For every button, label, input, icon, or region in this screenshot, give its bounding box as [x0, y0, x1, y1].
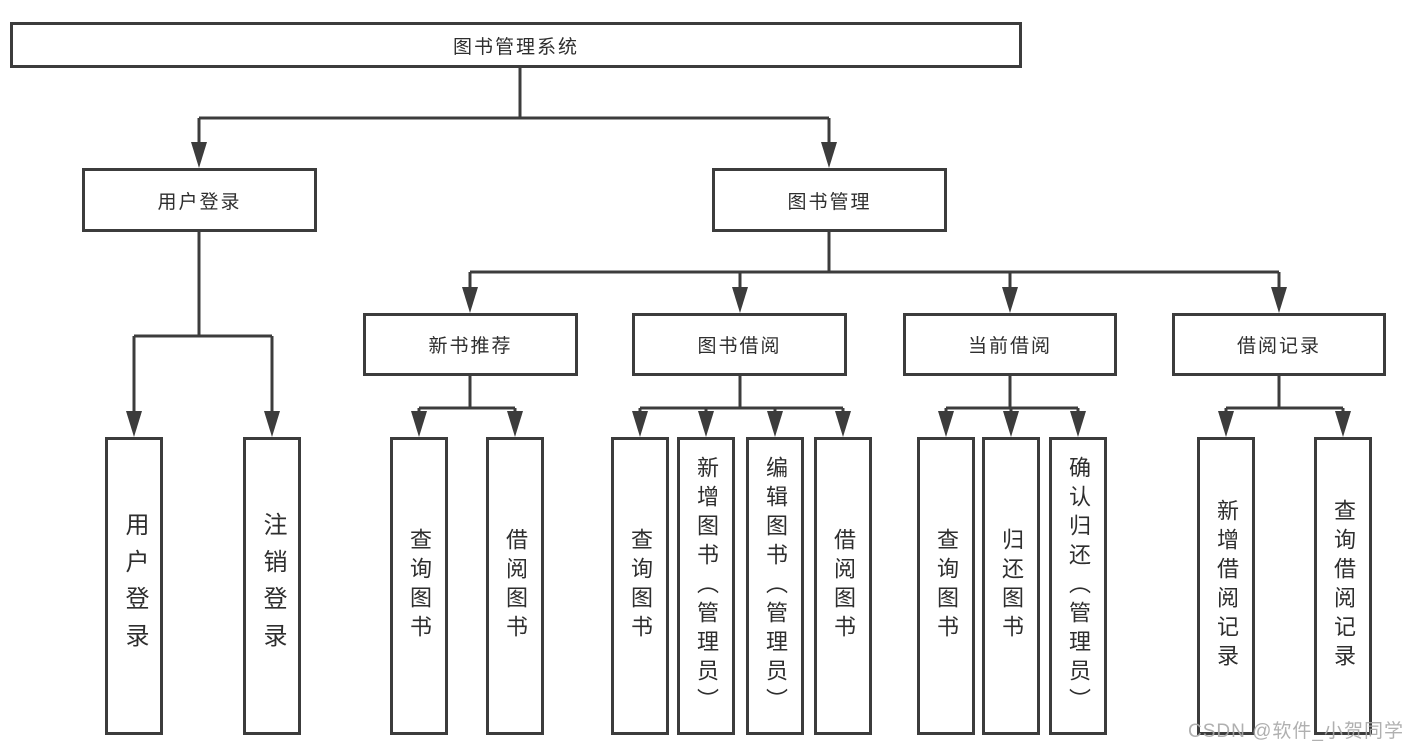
leaf-label: 查询图书	[934, 528, 959, 644]
node-new-book-recommendation: 新书推荐	[363, 313, 578, 376]
leaf-query-borrow-record: 查询借阅记录	[1314, 437, 1372, 735]
node-current-borrowing: 当前借阅	[903, 313, 1117, 376]
leaf-borrow-books: 借阅图书	[814, 437, 872, 735]
node-label: 图书管理	[787, 191, 872, 213]
leaf-label: 注销登录	[259, 512, 286, 660]
node-book-management: 图书管理	[712, 168, 947, 232]
leaf-label: 新增图书（管理员）	[694, 455, 719, 717]
leaf-query-books: 查询图书	[917, 437, 975, 735]
leaf-label: 查询图书	[628, 528, 653, 644]
node-borrowing-records: 借阅记录	[1172, 313, 1386, 376]
leaf-return-books: 归还图书	[982, 437, 1040, 735]
leaf-label: 编辑图书（管理员）	[763, 455, 788, 717]
leaf-query-books: 查询图书	[390, 437, 448, 735]
node-label: 图书借阅	[697, 336, 782, 357]
leaf-edit-books-admin: 编辑图书（管理员）	[746, 437, 804, 735]
leaf-user-login: 用户登录	[105, 437, 163, 735]
node-user-login: 用户登录	[82, 168, 317, 232]
node-label: 图书管理系统	[452, 36, 579, 58]
leaf-label: 查询借阅记录	[1331, 499, 1356, 673]
leaf-label: 新增借阅记录	[1214, 499, 1239, 673]
node-label: 当前借阅	[967, 336, 1052, 357]
leaf-label: 归还图书	[999, 528, 1024, 644]
leaf-label: 确认归还（管理员）	[1066, 455, 1091, 717]
node-label: 借阅记录	[1236, 336, 1321, 357]
leaf-label: 借阅图书	[503, 528, 528, 644]
csdn-watermark: CSDN @软件_小贺同学	[1188, 721, 1404, 742]
leaf-confirm-return-admin: 确认归还（管理员）	[1049, 437, 1107, 735]
leaf-borrow-books: 借阅图书	[486, 437, 544, 735]
leaf-label: 查询图书	[407, 528, 432, 644]
leaf-add-books-admin: 新增图书（管理员）	[677, 437, 735, 735]
leaf-logout: 注销登录	[243, 437, 301, 735]
node-label: 用户登录	[157, 191, 242, 213]
node-book-borrowing: 图书借阅	[632, 313, 847, 376]
leaf-label: 借阅图书	[831, 528, 856, 644]
node-label: 新书推荐	[428, 336, 513, 357]
node-library-system: 图书管理系统	[10, 22, 1022, 68]
leaf-add-borrow-record: 新增借阅记录	[1197, 437, 1255, 735]
leaf-label: 用户登录	[121, 512, 148, 660]
leaf-query-books: 查询图书	[611, 437, 669, 735]
